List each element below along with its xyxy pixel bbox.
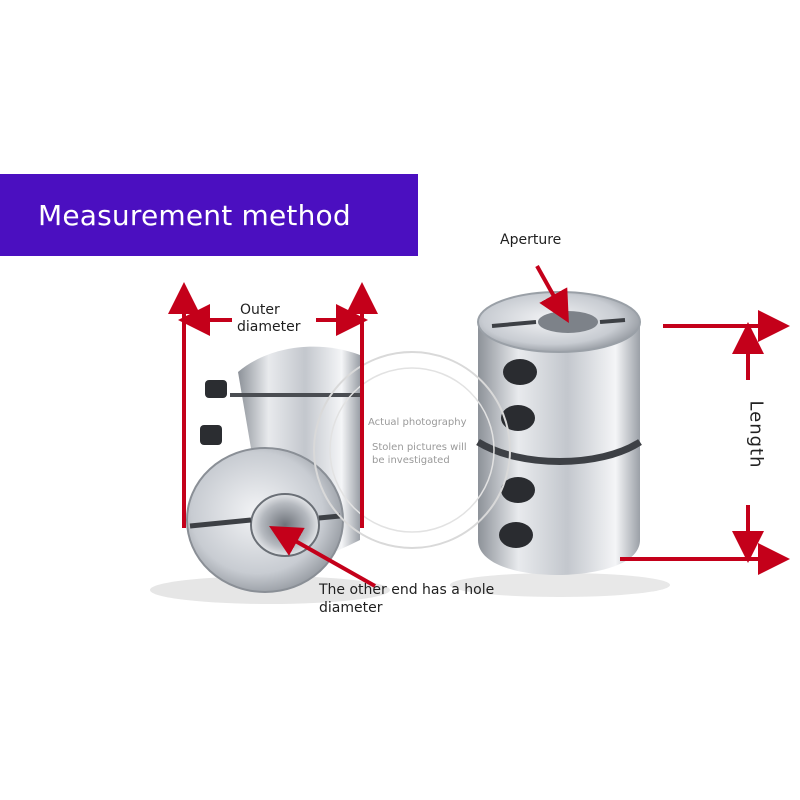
right-coupling-shadow bbox=[450, 573, 670, 597]
watermark-line2: Stolen pictures will bbox=[372, 442, 467, 453]
outer-diameter-label-line1: Outer bbox=[240, 302, 280, 318]
watermark-line1: Actual photography bbox=[368, 417, 467, 428]
measurement-arrows bbox=[168, 265, 790, 588]
watermark-line3: be investigated bbox=[372, 455, 450, 466]
aperture-label: Aperture bbox=[500, 232, 562, 248]
right-coupling bbox=[476, 291, 642, 575]
banner-title: Measurement method bbox=[38, 198, 351, 232]
left-coupling bbox=[186, 346, 360, 593]
length-label: Length bbox=[745, 400, 767, 469]
title-banner: Measurement method bbox=[0, 174, 418, 256]
outer-diameter-label-line2: diameter bbox=[237, 319, 301, 335]
watermark-stamp bbox=[313, 351, 511, 549]
aperture-pointer bbox=[535, 265, 569, 323]
other-end-label-line2: diameter bbox=[319, 600, 383, 616]
right-coupling-top-bore bbox=[538, 311, 598, 333]
other-end-label-line1: The other end has a hole bbox=[319, 582, 495, 598]
other-end-pointer bbox=[269, 526, 376, 588]
